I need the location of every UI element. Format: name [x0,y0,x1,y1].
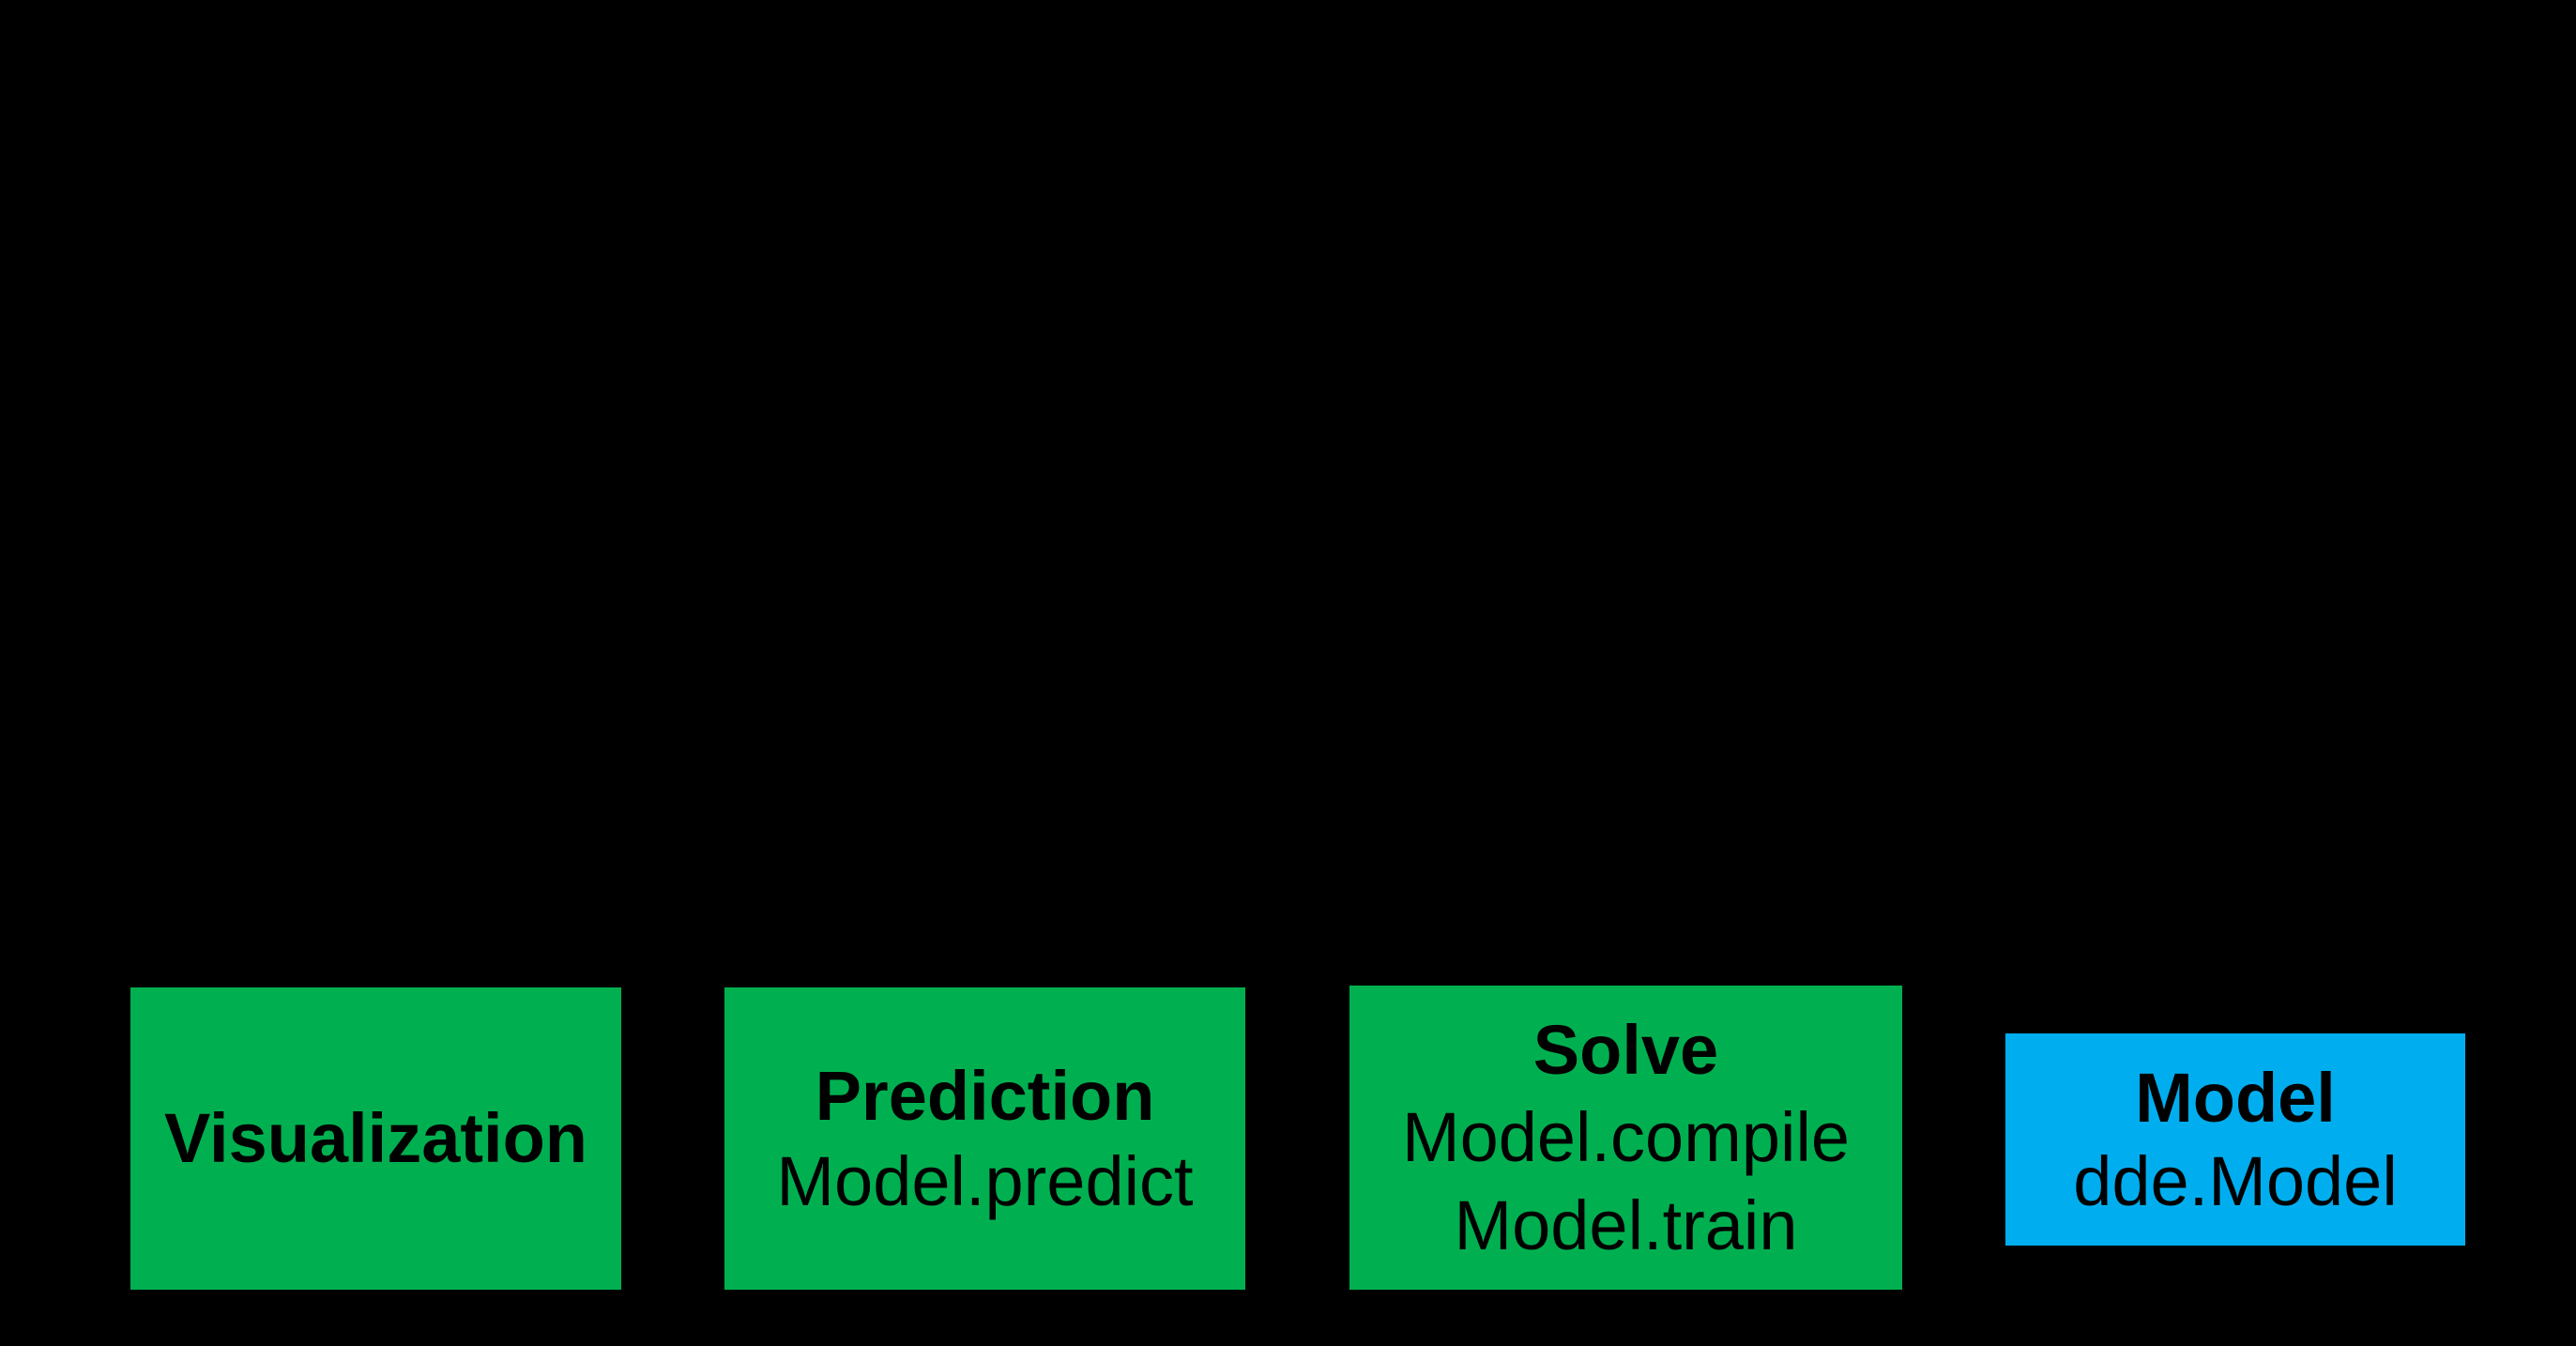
node-visualization[interactable]: Visualization [130,987,621,1290]
node-solve[interactable]: Solve Model.compile Model.train [1349,986,1902,1290]
node-prediction[interactable]: Prediction Model.predict [724,987,1245,1290]
node-prediction-api: Model.predict [776,1142,1194,1220]
node-solve-api-compile: Model.compile [1401,1098,1851,1177]
node-visualization-title: Visualization [164,1099,587,1178]
node-model-api: dde.Model [2073,1142,2398,1220]
node-model-title: Model [2135,1058,2336,1137]
node-model[interactable]: Model dde.Model [2005,1033,2465,1246]
node-prediction-title: Prediction [815,1056,1155,1135]
node-solve-title: Solve [1532,1011,1719,1090]
node-solve-api-train: Model.train [1454,1185,1798,1264]
